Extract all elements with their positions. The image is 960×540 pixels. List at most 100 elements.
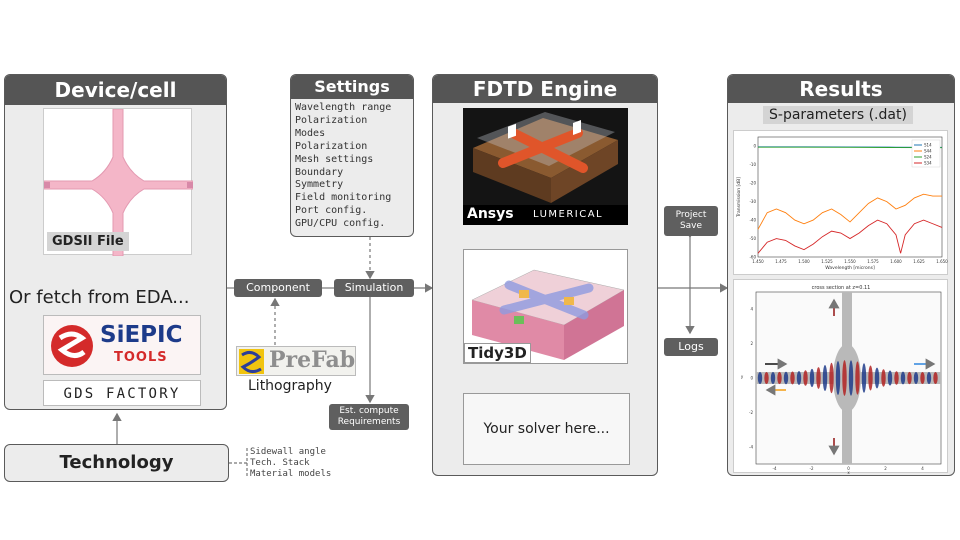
sparams-x-label: Wavelength [microns] xyxy=(825,265,875,271)
field-x-tick: 0 xyxy=(847,466,850,471)
siepic-emblem-icon xyxy=(51,325,93,367)
field-x-tick: 4 xyxy=(921,466,924,471)
simulation-node: Simulation xyxy=(334,279,414,297)
field-fringes xyxy=(757,360,938,396)
field-x-label: x xyxy=(847,470,850,474)
component-node: Component xyxy=(234,279,322,297)
legend-label: S34 xyxy=(924,161,932,166)
field-y-tick: -4 xyxy=(749,444,753,449)
sparams-x-tick: 1.475 xyxy=(775,259,787,264)
settings-item: Polarization xyxy=(295,114,368,126)
field-x-tick: -2 xyxy=(810,466,814,471)
lithography-label: Lithography xyxy=(248,378,332,394)
legend-label: S24 xyxy=(924,155,932,160)
gdsfactory-logo: GDS FACTORY xyxy=(43,380,201,406)
logs-node: Logs xyxy=(664,338,718,356)
project-save-line: Save xyxy=(679,221,703,231)
sparams-x-tick: 1.450 xyxy=(752,259,764,264)
sparams-x-tick: 1.575 xyxy=(867,259,879,264)
sparams-y-tick: -30 xyxy=(749,199,756,204)
results-title: Results xyxy=(728,75,954,103)
settings-item: Port config. xyxy=(295,205,368,217)
fdtd-engine-title: FDTD Engine xyxy=(433,75,657,103)
field-y-tick: 2 xyxy=(750,341,753,346)
settings-item: Modes xyxy=(295,127,326,139)
legend-label: S44 xyxy=(924,149,932,154)
series-line-s44 xyxy=(757,193,942,230)
settings-list: Wavelength range Polarization Modes Pola… xyxy=(295,102,391,231)
sparams-x-tick: 1.625 xyxy=(913,259,925,264)
field-x-tick: 2 xyxy=(884,466,887,471)
sparams-y-tick: -10 xyxy=(749,162,756,167)
lumerical-render: Ansys LUMERICAL xyxy=(463,108,628,225)
tidy3d-logo: Tidy3D xyxy=(464,343,531,363)
field-y-tick: 4 xyxy=(750,307,753,312)
sparams-x-tick: 1.550 xyxy=(844,259,856,264)
tech-note: Tech. Stack xyxy=(250,458,310,468)
field-y-label: y xyxy=(741,374,744,379)
project-save-node: Project Save xyxy=(664,206,718,236)
settings-item: Boundary xyxy=(295,166,344,178)
tech-note: Sidewall angle xyxy=(250,447,326,457)
lumerical-brand-bar: Ansys LUMERICAL xyxy=(463,205,628,225)
settings-item: Symmetry xyxy=(295,179,344,191)
sparams-x-tick: 1.500 xyxy=(798,259,810,264)
technology-title: Technology xyxy=(59,452,174,473)
settings-item: Polarization xyxy=(295,140,368,152)
device-cell-panel: Device/cell GDSII File Or fetch from EDA… xyxy=(4,74,227,410)
siepic-name: SiEPIC xyxy=(100,322,183,348)
field-axis-ticks: -4 -2 0 2 4 4 2 0 -2 -4 x y xyxy=(741,307,924,474)
estimate-line: Requirements xyxy=(337,417,401,427)
compute-estimate-node: Est. compute Requirements xyxy=(329,404,409,430)
sparams-y-label: Transmission [dB] xyxy=(736,177,742,218)
tech-note: Material models xyxy=(250,469,332,479)
lumerical-brand: LUMERICAL xyxy=(533,209,604,220)
technology-notes: Sidewall angle Tech. Stack Material mode… xyxy=(250,447,331,480)
technology-panel: Technology xyxy=(4,444,229,482)
series-line-s24 xyxy=(758,146,943,149)
sparams-y-tick: -60 xyxy=(749,255,756,260)
cross-device-shape xyxy=(44,109,193,256)
legend-label: S14 xyxy=(924,143,932,148)
gds-preview: GDSII File xyxy=(43,108,193,256)
sparams-x-tick: 1.650 xyxy=(936,259,948,264)
field-y-tick: 0 xyxy=(750,376,753,381)
sparams-y-tick: 0 xyxy=(753,144,756,149)
sparams-y-tick: -40 xyxy=(749,218,756,223)
settings-panel: Settings Wavelength range Polarization M… xyxy=(290,74,414,237)
sparams-x-tick: 1.525 xyxy=(821,259,833,264)
tidy3d-render: Tidy3D xyxy=(463,249,628,364)
settings-item: Field monitoring xyxy=(295,192,392,204)
settings-title: Settings xyxy=(291,75,413,99)
prefab-emblem-icon xyxy=(239,349,264,374)
field-plot: cross section at z=0.11 -4 -2 0 2 4 4 2 0 -2 -4 x y xyxy=(733,279,948,474)
sparams-y-tick: -20 xyxy=(749,181,756,186)
eda-fetch-text: Or fetch from EDA... xyxy=(9,287,190,308)
settings-item: Mesh settings xyxy=(295,153,374,165)
settings-item: Wavelength range xyxy=(295,102,392,113)
field-x-tick: -4 xyxy=(773,466,777,471)
sparams-label: S-parameters (.dat) xyxy=(763,106,913,124)
gds-file-label: GDSII File xyxy=(47,232,129,251)
field-y-tick: -2 xyxy=(749,410,753,415)
field-plot-title: cross section at z=0.11 xyxy=(812,285,871,291)
tidy3d-scene xyxy=(471,269,625,360)
device-cell-title: Device/cell xyxy=(5,75,226,105)
fdtd-engine-panel: FDTD Engine Ansys LUMERICAL Tidy3D xyxy=(432,74,658,476)
lumerical-scene xyxy=(473,112,618,203)
prefab-name: PreFab xyxy=(269,347,356,373)
siepic-tools: TOOLS xyxy=(114,350,168,365)
estimate-line: Est. compute xyxy=(339,406,399,416)
siepic-logo: SiEPIC TOOLS xyxy=(43,315,201,375)
results-panel: Results S-parameters (.dat) 1.450 1.475 1.… xyxy=(727,74,955,476)
ansys-brand: Ansys xyxy=(467,206,514,222)
solver-placeholder-box: Your solver here... xyxy=(463,393,630,465)
field-chart: cross section at z=0.11 -4 -2 0 2 4 4 2 0 -2 -4 x y xyxy=(741,285,942,474)
settings-item: GPU/CPU config. xyxy=(295,218,386,230)
sparams-axes-frame xyxy=(757,136,943,258)
sparams-y-tick: -50 xyxy=(749,236,756,241)
prefab-logo: PreFab xyxy=(236,346,356,376)
